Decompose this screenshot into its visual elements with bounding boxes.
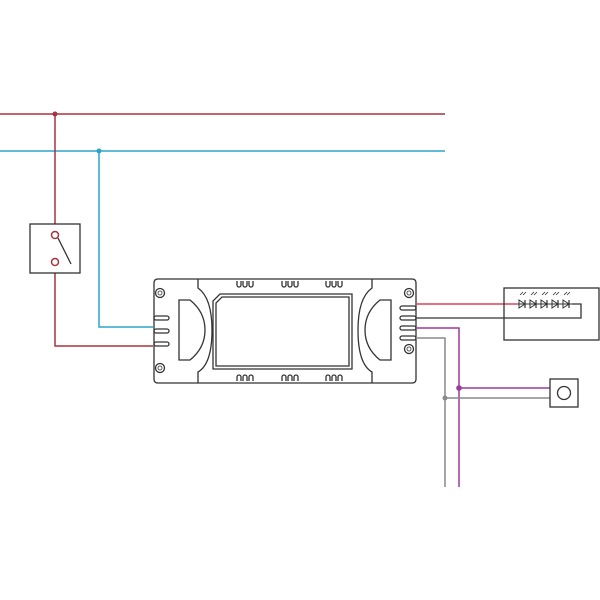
switch[interactable] — [29, 223, 81, 274]
dim-control-junction — [456, 385, 462, 391]
vent-slot-top — [248, 281, 254, 288]
vent-slot-top — [281, 281, 287, 288]
led-diode-icon — [518, 299, 526, 309]
led-array — [517, 291, 572, 309]
switch-terminal-bottom — [50, 257, 60, 267]
light-emission-icon — [519, 291, 527, 296]
vent-slot-bottom — [281, 374, 287, 381]
output-terminal-slot — [399, 315, 417, 321]
vent-slot-bottom — [242, 374, 248, 381]
vent-slot-bottom — [331, 374, 337, 381]
switch-terminal-top — [50, 230, 60, 240]
screw-icon — [154, 362, 166, 374]
screw-head — [157, 290, 163, 296]
input-terminal-slot — [153, 315, 170, 321]
screw-head — [157, 365, 163, 371]
push-button-box — [549, 378, 579, 408]
dim-common-junction — [442, 395, 448, 401]
vent-slot-bottom — [293, 374, 299, 381]
led-diode-icon — [540, 299, 548, 309]
led-negative-wire — [416, 303, 582, 319]
dim-control-wire — [416, 327, 460, 487]
input-terminal-slot — [153, 328, 170, 334]
driver-casing — [153, 278, 417, 384]
led-strip-box — [503, 287, 600, 341]
driver-label-panel-inner — [215, 296, 350, 367]
light-emission-icon — [541, 291, 549, 296]
light-emission-icon — [530, 291, 538, 296]
driver-left-contour — [197, 279, 213, 383]
vent-slot-top — [331, 281, 337, 288]
screw-icon — [154, 287, 166, 299]
dim-common-wire — [416, 337, 446, 487]
light-emission-icon — [563, 291, 571, 296]
led-driver — [153, 278, 417, 384]
vent-slot-bottom — [236, 374, 242, 381]
screw-head — [406, 290, 412, 296]
vent-slot-bottom — [248, 374, 254, 381]
vent-slot-top — [287, 281, 293, 288]
output-terminal-slot — [399, 305, 417, 311]
vent-slot-top — [242, 281, 248, 288]
vent-slot-bottom — [287, 374, 293, 381]
led-diode-icon — [551, 299, 559, 309]
switch-lever-icon — [57, 237, 72, 265]
input-terminal-slot — [153, 341, 170, 347]
driver-right-contour — [357, 279, 373, 383]
driver-right-clip — [364, 299, 392, 361]
screw-icon — [403, 343, 415, 355]
vent-slot-top — [293, 281, 299, 288]
vent-slot-bottom — [325, 374, 331, 381]
led-diode-icon — [529, 299, 537, 309]
vent-slot-top — [236, 281, 242, 288]
screw-icon — [403, 287, 415, 299]
push-button[interactable] — [549, 378, 579, 408]
push-button-icon — [556, 385, 572, 401]
light-emission-icon — [552, 291, 560, 296]
vent-slot-top — [337, 281, 343, 288]
vent-slot-bottom — [337, 374, 343, 381]
vent-slot-top — [325, 281, 331, 288]
led-diode-icon — [562, 299, 570, 309]
switched-live-wire — [54, 266, 153, 347]
screw-head — [406, 346, 412, 352]
output-terminal-slot — [399, 335, 417, 341]
driver-left-clip — [178, 299, 206, 361]
neutral-to-driver-wire — [98, 151, 153, 328]
output-terminal-slot — [399, 325, 417, 331]
driver-label-panel-outer — [212, 293, 353, 370]
